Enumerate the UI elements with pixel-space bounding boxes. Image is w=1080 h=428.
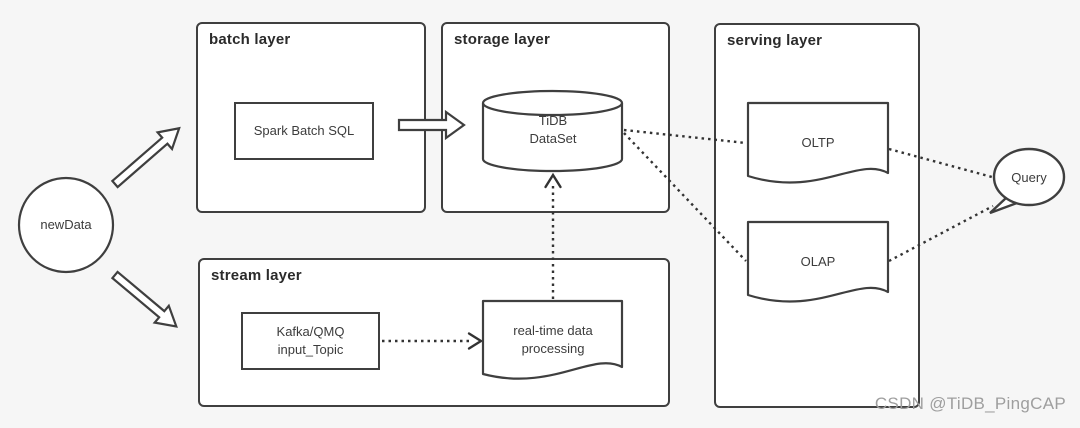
serving-layer-box: serving layer bbox=[714, 23, 920, 408]
arrow-newdata-to-stream bbox=[110, 270, 178, 328]
stream-layer-title: stream layer bbox=[211, 267, 302, 284]
storage-layer-title: storage layer bbox=[454, 31, 550, 48]
kafka-qmq-label-line2: input_Topic bbox=[277, 342, 344, 357]
batch-layer-title: batch layer bbox=[209, 31, 291, 48]
serving-layer-title: serving layer bbox=[727, 32, 823, 49]
query-label: Query bbox=[1011, 170, 1047, 185]
kafka-qmq-label-line1: Kafka/QMQ bbox=[276, 324, 345, 339]
spark-batch-sql-node: Spark Batch SQL bbox=[234, 102, 374, 160]
newdata-label: newData bbox=[40, 217, 92, 232]
csdn-watermark: CSDN @TiDB_PingCAP bbox=[874, 394, 1066, 413]
kafka-qmq-node: Kafka/QMQ input_Topic bbox=[241, 312, 380, 370]
query-bubble-tail bbox=[989, 196, 1021, 215]
newdata-circle bbox=[17, 176, 115, 274]
storage-layer-box: storage layer bbox=[441, 22, 670, 213]
arrow-newdata-to-batch bbox=[110, 126, 181, 189]
query-bubble bbox=[992, 147, 1066, 207]
spark-batch-sql-label: Spark Batch SQL bbox=[253, 123, 355, 138]
